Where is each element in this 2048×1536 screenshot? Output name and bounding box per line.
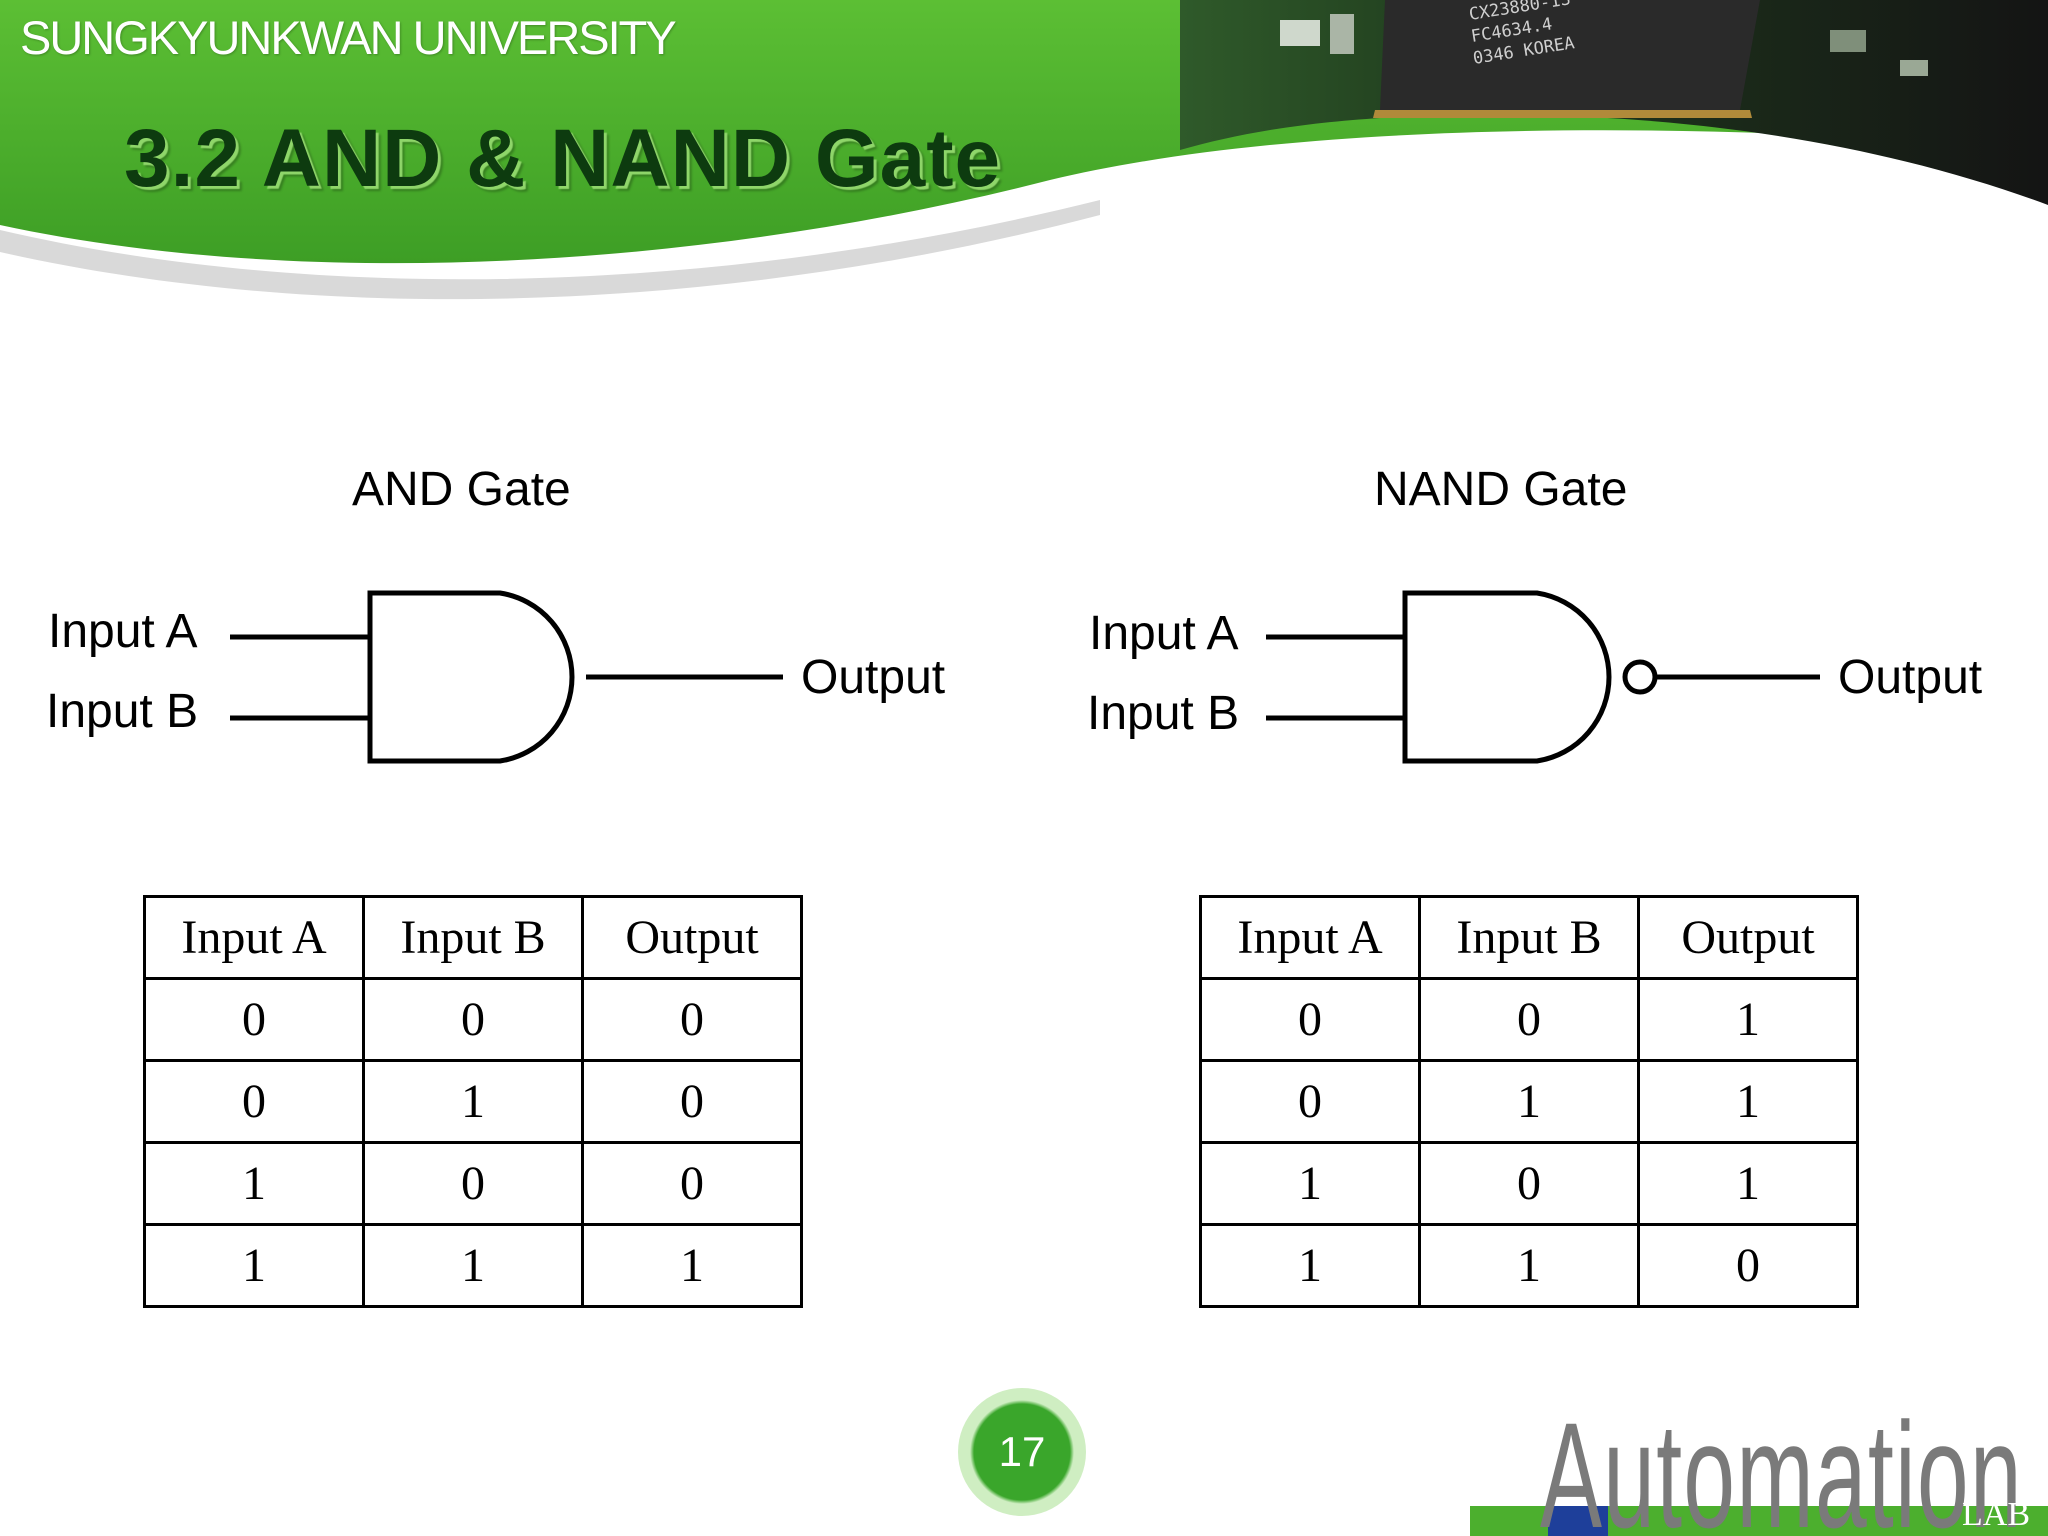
nand-truth-table: Input A Input B Output 0 0 1 0 1 1 1 0 1… — [1199, 895, 1859, 1308]
logo-background — [1470, 1506, 2048, 1536]
table-cell: 0 — [1418, 977, 1640, 1062]
and-input-b-label: Input B — [46, 685, 199, 738]
header-background: CX23880-1S FC4634.4 0346 KOREA — [0, 0, 2048, 300]
table-cell: 0 — [581, 977, 803, 1062]
logo-text: Automation — [1540, 1400, 2023, 1536]
table-cell: 1 — [1637, 1141, 1859, 1226]
nand-inversion-bubble — [1622, 659, 1658, 695]
logo-lab-text: LAB — [1962, 1496, 2030, 1533]
university-name: SUNGKYUNKWAN UNIVERSITY — [20, 11, 677, 64]
table-cell: 1 — [581, 1223, 803, 1308]
and-gate-symbol — [230, 590, 783, 764]
and-truth-table: Input A Input B Output 0 0 0 0 1 0 1 0 0… — [143, 895, 803, 1308]
table-cell: 1 — [362, 1223, 584, 1308]
page-number-badge: 17 — [958, 1388, 1086, 1516]
table-row: 0 0 1 — [1199, 977, 1859, 1062]
table-cell: 0 — [581, 1141, 803, 1226]
table-cell: 1 — [1199, 1223, 1421, 1308]
table-cell: 1 — [362, 1059, 584, 1144]
gate-diagrams — [230, 590, 1820, 764]
column-header: Output — [581, 895, 803, 980]
chip-image: CX23880-1S FC4634.4 0346 KOREA — [1373, 0, 1760, 118]
table-row: 1 1 0 — [1199, 1223, 1859, 1308]
table-cell: 0 — [1199, 977, 1421, 1062]
column-header: Input A — [1199, 895, 1421, 980]
table-header-row: Input A Input B Output — [1199, 895, 1859, 980]
table-cell: 1 — [143, 1141, 365, 1226]
nand-output-label: Output — [1838, 651, 1983, 704]
nand-input-a-label: Input A — [1089, 607, 1239, 660]
column-header: Input A — [143, 895, 365, 980]
page-title: 3.2 AND & NAND Gate — [124, 113, 1002, 204]
column-header: Output — [1637, 895, 1859, 980]
slide-header: CX23880-1S FC4634.4 0346 KOREA SUNGKYUNK… — [0, 0, 2048, 320]
and-gate-body — [367, 590, 575, 764]
table-row: 1 0 0 — [143, 1141, 803, 1226]
table-row: 0 1 0 — [143, 1059, 803, 1144]
table-row: 1 1 1 — [143, 1223, 803, 1308]
table-cell: 0 — [1199, 1059, 1421, 1144]
table-row: 0 1 1 — [1199, 1059, 1859, 1144]
table-cell: 1 — [1637, 1059, 1859, 1144]
table-cell: 1 — [143, 1223, 365, 1308]
and-input-a-label: Input A — [48, 605, 198, 658]
column-header: Input B — [1418, 895, 1640, 980]
nand-gate-body — [1402, 590, 1612, 764]
table-cell: 1 — [1199, 1141, 1421, 1226]
table-header-row: Input A Input B Output — [143, 895, 803, 980]
table-cell: 0 — [143, 1059, 365, 1144]
nand-gate-symbol — [1266, 590, 1820, 764]
table-cell: 0 — [1637, 1223, 1859, 1308]
table-cell: 0 — [362, 1141, 584, 1226]
table-cell: 0 — [362, 977, 584, 1062]
table-cell: 0 — [1418, 1141, 1640, 1226]
page-number: 17 — [998, 1428, 1046, 1475]
automation-lab-logo: Automation LAB — [1470, 1400, 2048, 1536]
table-cell: 0 — [581, 1059, 803, 1144]
table-cell: 1 — [1418, 1223, 1640, 1308]
column-header: Input B — [362, 895, 584, 980]
table-row: 1 0 1 — [1199, 1141, 1859, 1226]
nand-gate-title: NAND Gate — [1374, 463, 1628, 516]
table-cell: 1 — [1637, 977, 1859, 1062]
and-output-label: Output — [801, 651, 946, 704]
nand-input-b-label: Input B — [1087, 687, 1240, 740]
and-gate-title: AND Gate — [352, 463, 571, 516]
table-cell: 1 — [1418, 1059, 1640, 1144]
table-row: 0 0 0 — [143, 977, 803, 1062]
table-cell: 0 — [143, 977, 365, 1062]
